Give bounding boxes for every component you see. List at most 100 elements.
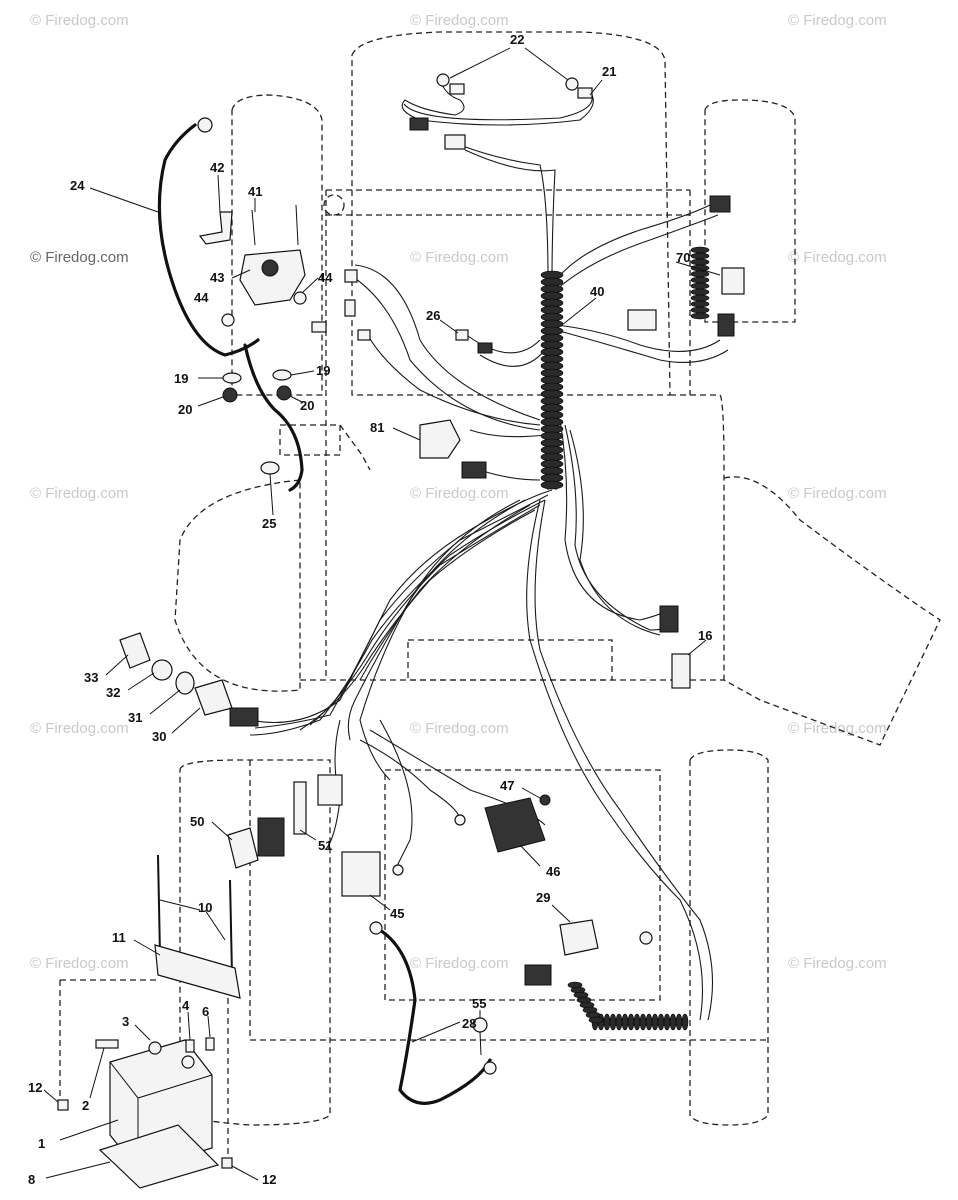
washer-part: [222, 372, 242, 384]
callout-label: 28: [462, 1016, 476, 1031]
hold-down-part: [154, 944, 241, 999]
conduit-ring: [540, 480, 564, 490]
callout-label: 81: [370, 420, 384, 435]
conduit-ring: [645, 1013, 653, 1031]
bolt-part: [251, 209, 256, 246]
callout-label: 25: [262, 516, 276, 531]
callout-label: 70: [676, 250, 690, 265]
relay-socket: [461, 461, 487, 479]
callout-label: 10: [198, 900, 212, 915]
callout-label: 24: [70, 178, 85, 193]
bulb-socket: [577, 87, 593, 99]
conduit-ring: [690, 264, 710, 272]
conduit-ring: [651, 1013, 659, 1031]
nut-part: [276, 385, 292, 401]
watermark: © Firedog.com: [410, 12, 509, 29]
callout-label: 3: [122, 1014, 129, 1029]
connector-plug: [717, 313, 735, 337]
callout-label: 16: [698, 628, 712, 643]
callout-label: 8: [28, 1172, 35, 1187]
switch-part: [671, 653, 691, 689]
connector-plug: [311, 321, 327, 333]
solenoid-terminal: [261, 259, 279, 277]
ignition-switch-part: [194, 679, 233, 716]
watermark: © Firedog.com: [410, 485, 509, 502]
rod-part: [157, 854, 161, 956]
nut-part: [57, 1099, 69, 1111]
bolt-shaft: [479, 1031, 482, 1056]
chassis-outline: [59, 31, 941, 1160]
callout-label: 44: [194, 290, 209, 305]
nut-part: [175, 671, 195, 695]
parts: [57, 73, 745, 1189]
leader-lines: [43, 47, 721, 1181]
diode-part: [455, 329, 469, 341]
relay-part: [419, 419, 461, 459]
solenoid-part: [239, 249, 306, 306]
conduit-ring: [690, 288, 710, 296]
conduit-ring: [663, 1013, 671, 1031]
connector-plug: [317, 774, 343, 806]
callout-label: 55: [472, 996, 486, 1011]
lock-ring-part: [151, 659, 173, 681]
conduit-ring: [690, 276, 710, 284]
watermark: © Firedog.com: [410, 249, 509, 266]
conduit-ring: [690, 306, 710, 314]
callout-label: 40: [590, 284, 604, 299]
callout-label: 42: [210, 160, 224, 175]
battery-terminal: [148, 1041, 162, 1055]
conduit-ring: [690, 258, 710, 266]
ring-terminal: [454, 814, 466, 826]
bulb-icon: [436, 73, 450, 87]
battery-cables: [157, 123, 492, 1105]
conduit-ring: [690, 282, 710, 290]
conduit-loom: [540, 246, 710, 1031]
connector-plug: [409, 117, 429, 131]
nut-part: [293, 291, 307, 305]
callout-label: 41: [248, 184, 262, 199]
callout-label: 4: [182, 998, 190, 1013]
conduit-ring: [627, 1013, 635, 1031]
callout-label: 45: [390, 906, 404, 921]
callout-label: 22: [510, 32, 524, 47]
callout-label: 20: [300, 398, 314, 413]
callout-label: 12: [28, 1080, 42, 1095]
callout-label: 51: [318, 838, 332, 853]
conduit-ring: [690, 300, 710, 308]
battery-tray-part: [98, 1124, 220, 1189]
nut-part: [222, 387, 238, 403]
connector-plug: [659, 605, 679, 633]
label-plate-part: [293, 781, 307, 835]
watermark: © Firedog.com: [788, 955, 887, 972]
callout-label: 12: [262, 1172, 276, 1187]
callout-label: 20: [178, 402, 192, 417]
callout-label: 19: [174, 371, 188, 386]
callout-label: 1: [38, 1136, 45, 1151]
ring-terminal: [639, 931, 653, 945]
conduit-ring: [669, 1013, 677, 1031]
connector-plug: [229, 707, 259, 727]
watermark: © Firedog.com: [788, 249, 887, 266]
diode-part: [477, 342, 493, 354]
callout-label: 31: [128, 710, 142, 725]
ring-terminal: [369, 921, 383, 935]
watermark: © Firedog.com: [30, 955, 129, 972]
ring-terminal: [197, 117, 213, 133]
conduit-ring: [690, 252, 710, 260]
callout-label: 44: [318, 270, 333, 285]
callout-label: 11: [112, 930, 126, 945]
callout-label: 19: [316, 363, 330, 378]
callout-label: 6: [202, 1004, 209, 1019]
conduit-ring: [609, 1013, 617, 1031]
callout-label: 43: [210, 270, 224, 285]
module-part: [341, 851, 381, 897]
conduit-ring: [603, 1013, 611, 1031]
switch-part: [227, 827, 259, 869]
watermark: © Firedog.com: [30, 485, 129, 502]
conduit-ring: [690, 294, 710, 302]
callout-label: 32: [106, 685, 120, 700]
watermark: © Firedog.com: [410, 955, 509, 972]
watermark: © Firedog.com: [30, 249, 129, 266]
callout-label: 2: [82, 1098, 89, 1113]
